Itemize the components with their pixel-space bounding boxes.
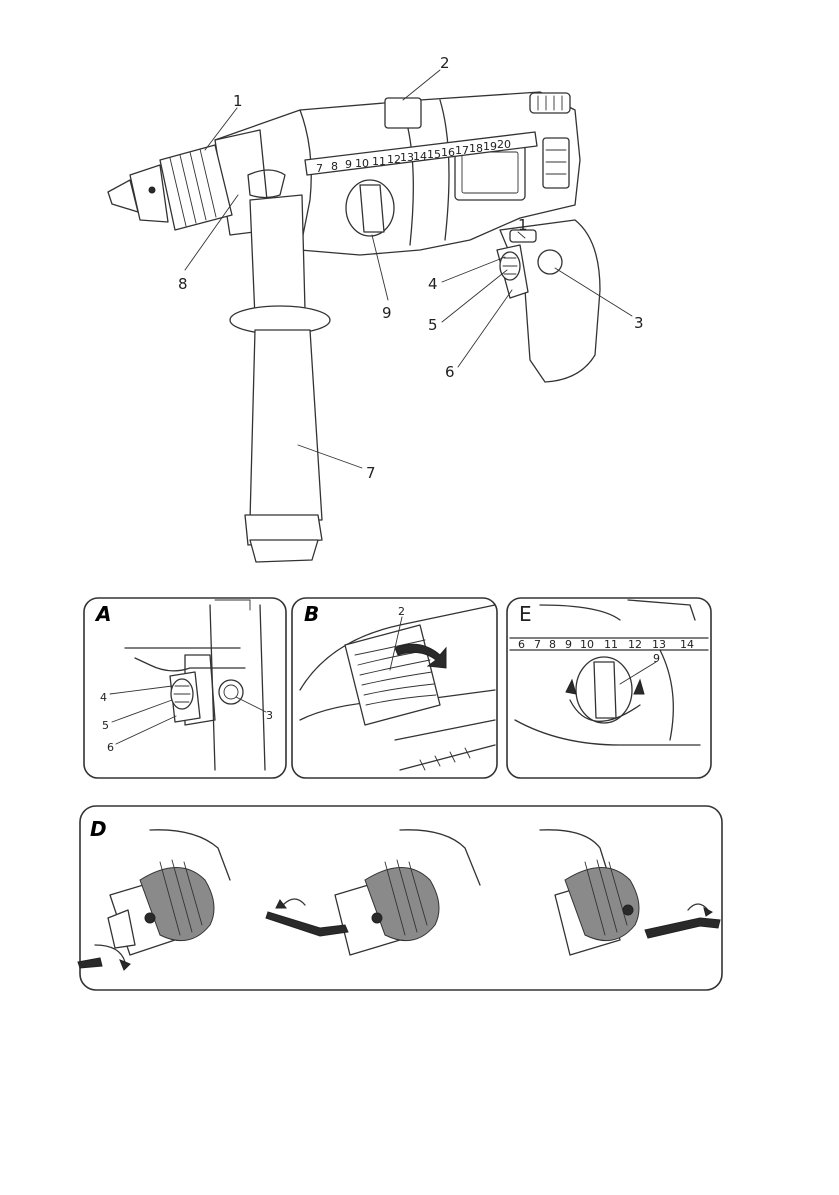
main-callout-7: 7 xyxy=(366,464,376,482)
scale-number: 14 xyxy=(413,150,427,163)
panel-d: D xyxy=(78,806,722,990)
panel-a: A 4 5 6 3 xyxy=(84,598,286,778)
scale-number: 7 xyxy=(316,162,323,175)
scale-number: 15 xyxy=(427,148,441,161)
main-callout-8: 8 xyxy=(178,275,188,293)
scale-number: 14 xyxy=(680,638,694,651)
panel-e: 6 7 8 9 10 11 12 13 14 E 9 xyxy=(507,598,711,778)
scale-number: 10 xyxy=(355,157,369,170)
scale-number: 6 xyxy=(518,638,525,651)
scale-number: 19 xyxy=(483,140,497,153)
scale-number: 20 xyxy=(497,138,511,151)
panel-b-callout-2: 2 xyxy=(398,605,405,618)
panel-a-callout-3: 3 xyxy=(266,709,273,722)
scale-number: 18 xyxy=(469,142,483,155)
scale-number: 12 xyxy=(387,153,401,166)
main-callout-3: 3 xyxy=(634,314,644,332)
scale-number: 7 xyxy=(534,638,541,651)
main-callout-2-switch: 2 xyxy=(440,54,450,72)
main-drill-illustration: 7 8 9 10 11 12 13 14 15 16 17 18 19 20 xyxy=(108,54,644,562)
scale-number: 11 xyxy=(372,155,386,168)
panel-d-letter: D xyxy=(90,817,107,841)
scale-number: 13 xyxy=(652,638,666,651)
scale-number: 11 xyxy=(604,638,618,651)
scale-number: 17 xyxy=(455,144,469,157)
panel-a-letter: A xyxy=(94,602,111,626)
panel-a-callout-5: 5 xyxy=(102,719,109,732)
scale-number: 12 xyxy=(628,638,642,651)
main-callout-1-rocker: 1 xyxy=(518,216,528,234)
panel-e-letter: E xyxy=(519,602,532,626)
panel-b-letter: B xyxy=(304,602,319,626)
scale-number: 9 xyxy=(565,638,572,651)
scale-number: 16 xyxy=(441,146,455,159)
main-callout-5: 5 xyxy=(428,316,438,334)
scale-number: 13 xyxy=(400,151,414,164)
scale-number: 9 xyxy=(345,158,352,171)
panel-e-callout-9: 9 xyxy=(653,652,660,665)
panel-a-callout-6: 6 xyxy=(107,741,114,754)
main-callout-9: 9 xyxy=(382,304,392,322)
scale-number: 10 xyxy=(580,638,594,651)
main-callout-6: 6 xyxy=(445,363,455,381)
panel-a-callout-4: 4 xyxy=(100,691,107,704)
scale-number: 8 xyxy=(549,638,556,651)
main-chuck xyxy=(108,145,232,230)
main-callout-4: 4 xyxy=(428,275,438,293)
main-callout-1-chuck: 1 xyxy=(233,92,243,110)
scale-number: 8 xyxy=(331,160,338,173)
panel-b: B 2 xyxy=(292,598,497,778)
rear-handle xyxy=(497,220,600,382)
